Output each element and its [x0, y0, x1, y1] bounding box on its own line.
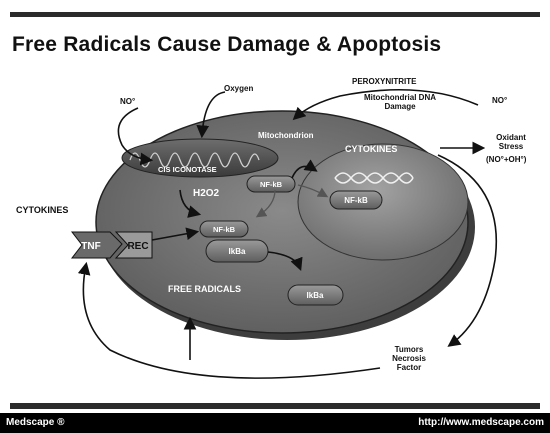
mitochondrion	[121, 138, 279, 178]
arrow-mito-nucleus	[291, 159, 318, 179]
nucleus	[297, 143, 469, 261]
footer-bar: Medscape ® http://www.medscape.com	[0, 413, 550, 433]
peroxynitrite-label: PEROXYNITRITE	[352, 77, 417, 86]
free-radicals-label: FREE RADICALS	[168, 284, 241, 294]
pill-nfkb-nucleus	[329, 190, 383, 210]
cytokines-left-label: CYTOKINES	[16, 205, 69, 215]
footer-url[interactable]: http://www.medscape.com	[418, 417, 544, 428]
cytokines-right-label: CYTOKINES	[345, 144, 397, 154]
arrow-oxygen	[196, 91, 226, 139]
pill-ikba-free	[287, 284, 344, 306]
pill-nfkb-lower	[199, 220, 249, 238]
arrow-nfkb-to-nucleus	[297, 184, 329, 198]
tnf-label: TNF	[81, 241, 100, 252]
h2o2-label: H2O2	[193, 188, 220, 199]
nfkb-nucleus-label: NF-kB	[344, 196, 368, 205]
oxidant-formula-label: (NO°+OH°)	[486, 155, 527, 164]
dna-helix-icon	[334, 172, 414, 184]
arrow-receptor-nfkb	[151, 227, 200, 241]
mito-dna-damage-label: Mitochondrial DNA Damage	[364, 93, 436, 111]
slide-title: Free Radicals Cause Damage & Apoptosis	[12, 33, 442, 56]
arrow-cytokines-tnf	[437, 154, 497, 347]
arrow-no-left	[117, 107, 154, 166]
arrow-nfkb-link	[255, 189, 276, 218]
ikba-free-label: IkBa	[307, 291, 324, 300]
no-left-label: NO°	[120, 97, 136, 106]
arrow-h2o2	[179, 189, 202, 218]
nfkb-lower-label: NF-kB	[213, 225, 236, 234]
mitochondrion-label: Mitochondrion	[258, 131, 314, 140]
nfkb-upper-label: NF-kB	[260, 180, 283, 189]
pill-nfkb-upper	[246, 175, 296, 193]
ikba-lower-label: IkBa	[229, 247, 246, 256]
tnf-receptor	[70, 231, 153, 259]
arrow-tnf-loop	[77, 261, 381, 379]
footer-brand: Medscape ®	[6, 417, 65, 428]
arrow-peroxynitrite	[292, 88, 479, 121]
tumor-necrosis-factor-label: Tumors Necrosis Factor	[392, 345, 426, 372]
oxygen-label: Oxygen	[224, 84, 254, 93]
rec-label: REC	[127, 241, 148, 252]
arrow-ikba	[267, 251, 303, 271]
no-right-label: NO°	[492, 96, 508, 105]
cis-aconitase-label: CIS ICONOTASE	[158, 165, 217, 174]
bottom-rule	[10, 403, 540, 409]
top-rule	[10, 12, 540, 17]
oxidant-stress-label: Oxidant Stress	[496, 133, 526, 151]
pill-ikba-lower	[205, 239, 269, 263]
